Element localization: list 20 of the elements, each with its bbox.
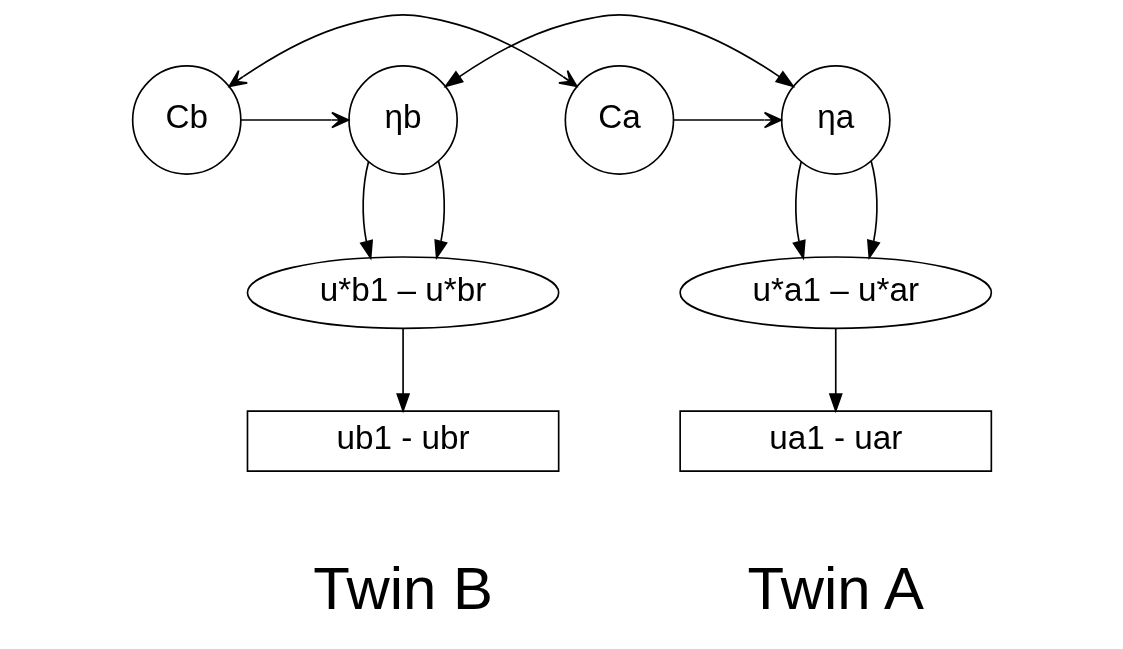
label: Twin A [747,554,924,622]
arrow [239,111,349,129]
node-circle: ηa [780,65,891,175]
node-box: ub1 - ubr [246,410,559,472]
arrow [443,14,795,88]
arrow [866,160,881,261]
arrow [227,14,578,88]
arrow [395,327,410,414]
label: Twin B [312,554,493,622]
node-circle: Cb [131,65,242,175]
node-ellipse: u*a1 – u*ar [678,256,992,330]
node-circle: ηb [347,65,458,175]
node-circle: Ca [564,65,674,175]
arrow [828,327,843,414]
node-ellipse: u*b1 – u*br [246,256,559,330]
arrow [433,160,448,261]
arrow [672,111,782,129]
node-box: ua1 - uar [678,410,992,472]
arrow [791,161,806,261]
arrow [359,161,373,261]
